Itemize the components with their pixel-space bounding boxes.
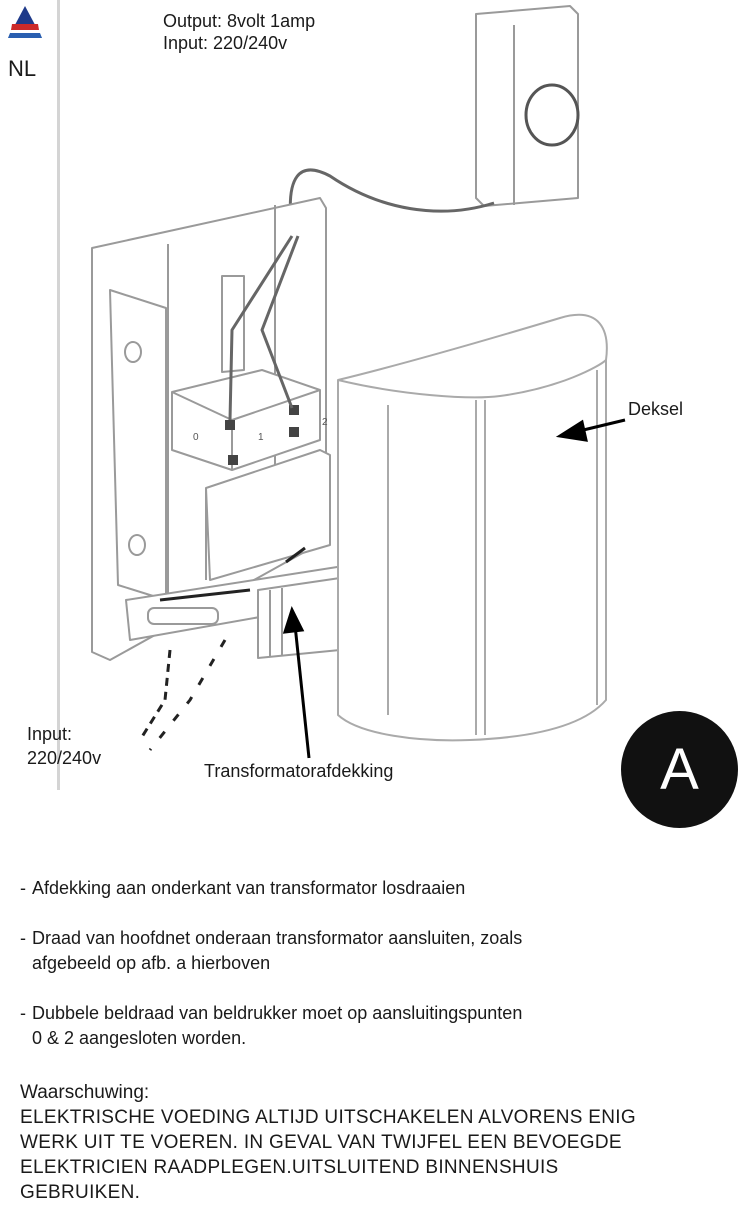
- push-button-circle: [524, 83, 580, 147]
- instruction-step: - Afdekking aan onderkant van transforma…: [20, 876, 730, 901]
- bell-push-button: [475, 5, 580, 207]
- warning-line: WERK UIT TE VOEREN. IN GEVAL VAN TWIJFEL…: [20, 1132, 622, 1153]
- warning-line: ELEKTRICIEN RAADPLEGEN.UITSLUITEND BINNE…: [20, 1157, 559, 1178]
- deksel-arrow: [555, 418, 626, 442]
- label-cover: Deksel: [628, 399, 684, 419]
- installation-diagram: 0 1 2: [91, 5, 626, 759]
- warning-title: Waarschuwing:: [20, 1082, 150, 1103]
- terminal-label-1: 1: [258, 432, 264, 443]
- label-input-line1: Input:: [27, 724, 73, 744]
- label-input-line2: 220/240v: [27, 748, 102, 768]
- warning-line: GEBRUIKEN.: [20, 1182, 141, 1203]
- label-transformer-cover: Transformatorafdekking: [204, 761, 394, 781]
- terminal-block: [171, 369, 321, 471]
- transformer-body: [205, 449, 331, 581]
- terminal-label-0: 0: [193, 432, 199, 443]
- margin-divider: [57, 0, 60, 790]
- step-text: Draad van hoofdnet onderaan transformato…: [32, 928, 523, 948]
- step-text: 0 & 2 aangesloten worden.: [32, 1028, 247, 1048]
- chime-cover: [337, 313, 608, 742]
- step-text: Afdekking aan onderkant van transformato…: [32, 878, 466, 898]
- spec-output: Output: 8volt 1amp: [163, 11, 316, 31]
- step-bullet: -: [20, 1003, 26, 1023]
- label-input: Input: 220/240v: [27, 722, 101, 770]
- instruction-step: - Dubbele beldraad van beldrukker moet o…: [20, 1001, 730, 1051]
- spec-input: Input: 220/240v: [163, 33, 288, 53]
- language-code: NL: [8, 56, 37, 81]
- bell-wire: [288, 168, 495, 231]
- netherlands-flag-icon: [4, 4, 46, 48]
- transformer-cover-arrow: [282, 606, 311, 759]
- step-bullet: -: [20, 878, 26, 898]
- step-text: Dubbele beldraad van beldrukker moet op …: [32, 1003, 523, 1023]
- power-specs: Output: 8volt 1amp Input: 220/240v: [163, 10, 315, 54]
- input-cable: [138, 649, 172, 741]
- step-bullet: -: [20, 928, 26, 948]
- step-text: afgebeeld op afb. a hierboven: [32, 953, 271, 973]
- instruction-steps: - Afdekking aan onderkant van transforma…: [20, 876, 730, 1076]
- warning-block: Waarschuwing: ELEKTRISCHE VOEDING ALTIJD…: [20, 1080, 730, 1205]
- warning-line: ELEKTRISCHE VOEDING ALTIJD UITSCHAKELEN …: [20, 1107, 636, 1128]
- figure-badge: A: [621, 711, 738, 828]
- instruction-step: - Draad van hoofdnet onderaan transforma…: [20, 926, 730, 976]
- terminal-label-2: 2: [322, 417, 328, 428]
